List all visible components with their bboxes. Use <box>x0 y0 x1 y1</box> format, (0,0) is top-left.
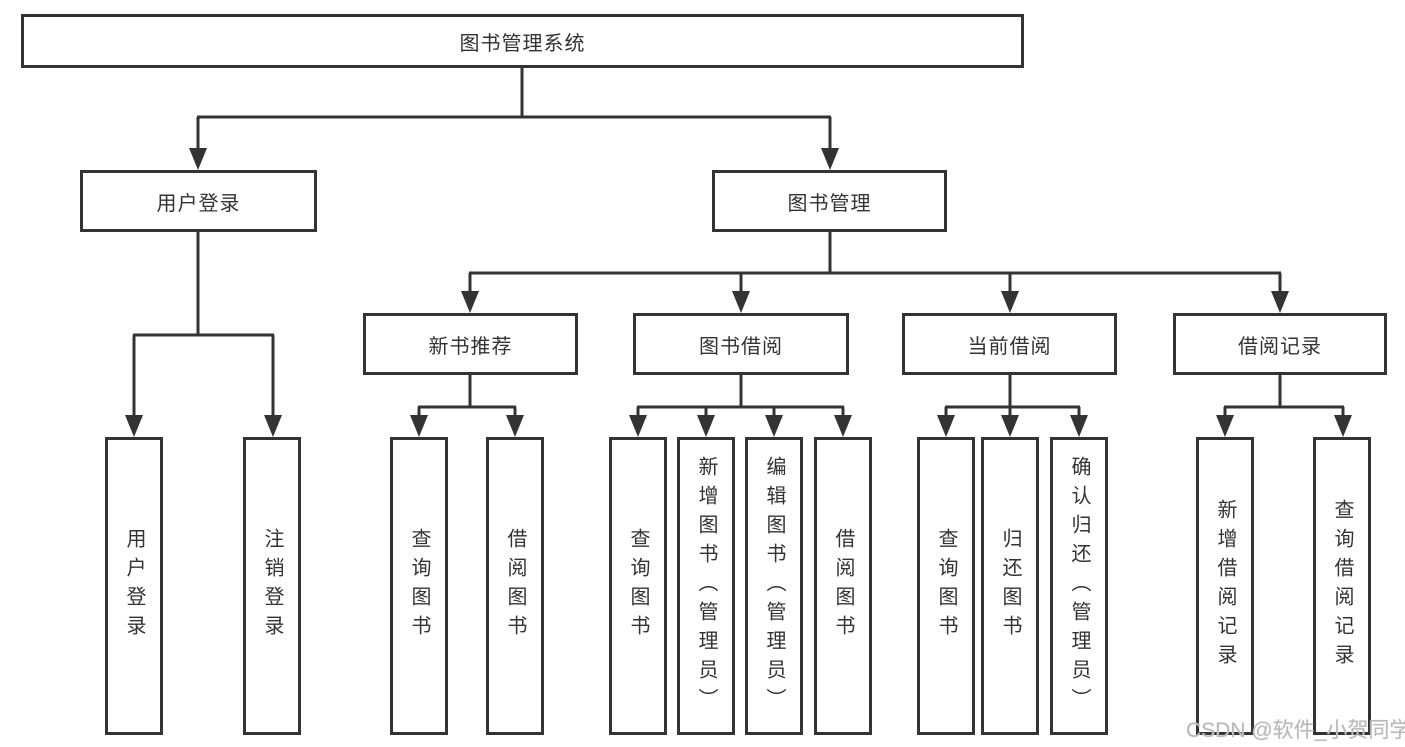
arrowhead-down-icon <box>461 291 479 313</box>
arrowhead-down-icon <box>732 291 750 313</box>
arrowhead-down-icon <box>765 415 783 437</box>
leaf-return-books: 归还图书 <box>981 437 1039 735</box>
leaf-query-borrow-record: 查询借阅记录 <box>1313 437 1371 735</box>
leaf-label: 查询图书 <box>408 528 430 644</box>
arrowhead-down-icon <box>1334 415 1352 437</box>
node-book-borrow: 图书借阅 <box>633 313 849 375</box>
leaf-user-login: 用户登录 <box>105 437 163 735</box>
node-user-login: 用户登录 <box>80 170 317 232</box>
arrowhead-down-icon <box>125 415 143 437</box>
arrowhead-down-icon <box>1216 415 1234 437</box>
arrowhead-down-icon <box>629 415 647 437</box>
arrowhead-down-icon <box>1001 415 1019 437</box>
node-current-borrow-label: 当前借阅 <box>967 335 1052 358</box>
node-new-book-recommend-label: 新书推荐 <box>428 335 513 358</box>
leaf-label: 注销登录 <box>261 528 283 644</box>
leaf-label: 用户登录 <box>123 528 145 644</box>
leaf-label: 借阅图书 <box>832 528 854 644</box>
arrowhead-down-icon <box>697 415 715 437</box>
node-current-borrow: 当前借阅 <box>902 313 1117 375</box>
leaf-label: 借阅图书 <box>504 528 526 644</box>
leaf-edit-books-admin: 编辑图书（管理员） <box>745 437 803 735</box>
arrowhead-down-icon <box>821 148 839 170</box>
leaf-label: 查询借阅记录 <box>1331 499 1353 673</box>
node-book-management-label: 图书管理 <box>787 192 872 215</box>
arrowhead-down-icon <box>264 415 282 437</box>
node-borrow-record-label: 借阅记录 <box>1238 335 1322 358</box>
leaf-label: 编辑图书（管理员） <box>763 455 785 717</box>
node-user-login-label: 用户登录 <box>156 192 241 215</box>
arrowhead-down-icon <box>189 148 207 170</box>
node-new-book-recommend: 新书推荐 <box>363 313 578 375</box>
arrowhead-down-icon <box>1070 415 1088 437</box>
arrowhead-down-icon <box>410 415 428 437</box>
arrowhead-down-icon <box>834 415 852 437</box>
leaf-borrow-books: 借阅图书 <box>814 437 872 735</box>
arrowhead-down-icon <box>506 415 524 437</box>
node-borrow-record: 借阅记录 <box>1173 313 1387 375</box>
arrowhead-down-icon <box>1001 291 1019 313</box>
node-book-borrow-label: 图书借阅 <box>699 335 783 358</box>
leaf-borrow-books-recommend: 借阅图书 <box>486 437 544 735</box>
arrowhead-down-icon <box>937 415 955 437</box>
leaf-query-books-current: 查询图书 <box>917 437 975 735</box>
arrowhead-down-icon <box>1271 291 1289 313</box>
leaf-add-books-admin: 新增图书（管理员） <box>677 437 735 735</box>
node-book-management: 图书管理 <box>712 170 947 232</box>
leaf-label: 新增借阅记录 <box>1214 499 1236 673</box>
leaf-query-books-recommend: 查询图书 <box>390 437 448 735</box>
leaf-confirm-return-admin: 确认归还（管理员） <box>1050 437 1108 735</box>
node-root: 图书管理系统 <box>21 14 1024 68</box>
leaf-label: 查询图书 <box>627 528 649 644</box>
node-root-label: 图书管理系统 <box>459 32 586 55</box>
leaf-label: 查询图书 <box>935 528 957 644</box>
csdn-watermark: CSDN @软件_小贺同学 <box>1186 719 1405 742</box>
leaf-query-books-borrow: 查询图书 <box>609 437 667 735</box>
leaf-logout: 注销登录 <box>243 437 301 735</box>
leaf-add-borrow-record: 新增借阅记录 <box>1196 437 1254 735</box>
leaf-label: 归还图书 <box>999 528 1021 644</box>
leaf-label: 确认归还（管理员） <box>1068 455 1090 717</box>
leaf-label: 新增图书（管理员） <box>695 455 717 717</box>
